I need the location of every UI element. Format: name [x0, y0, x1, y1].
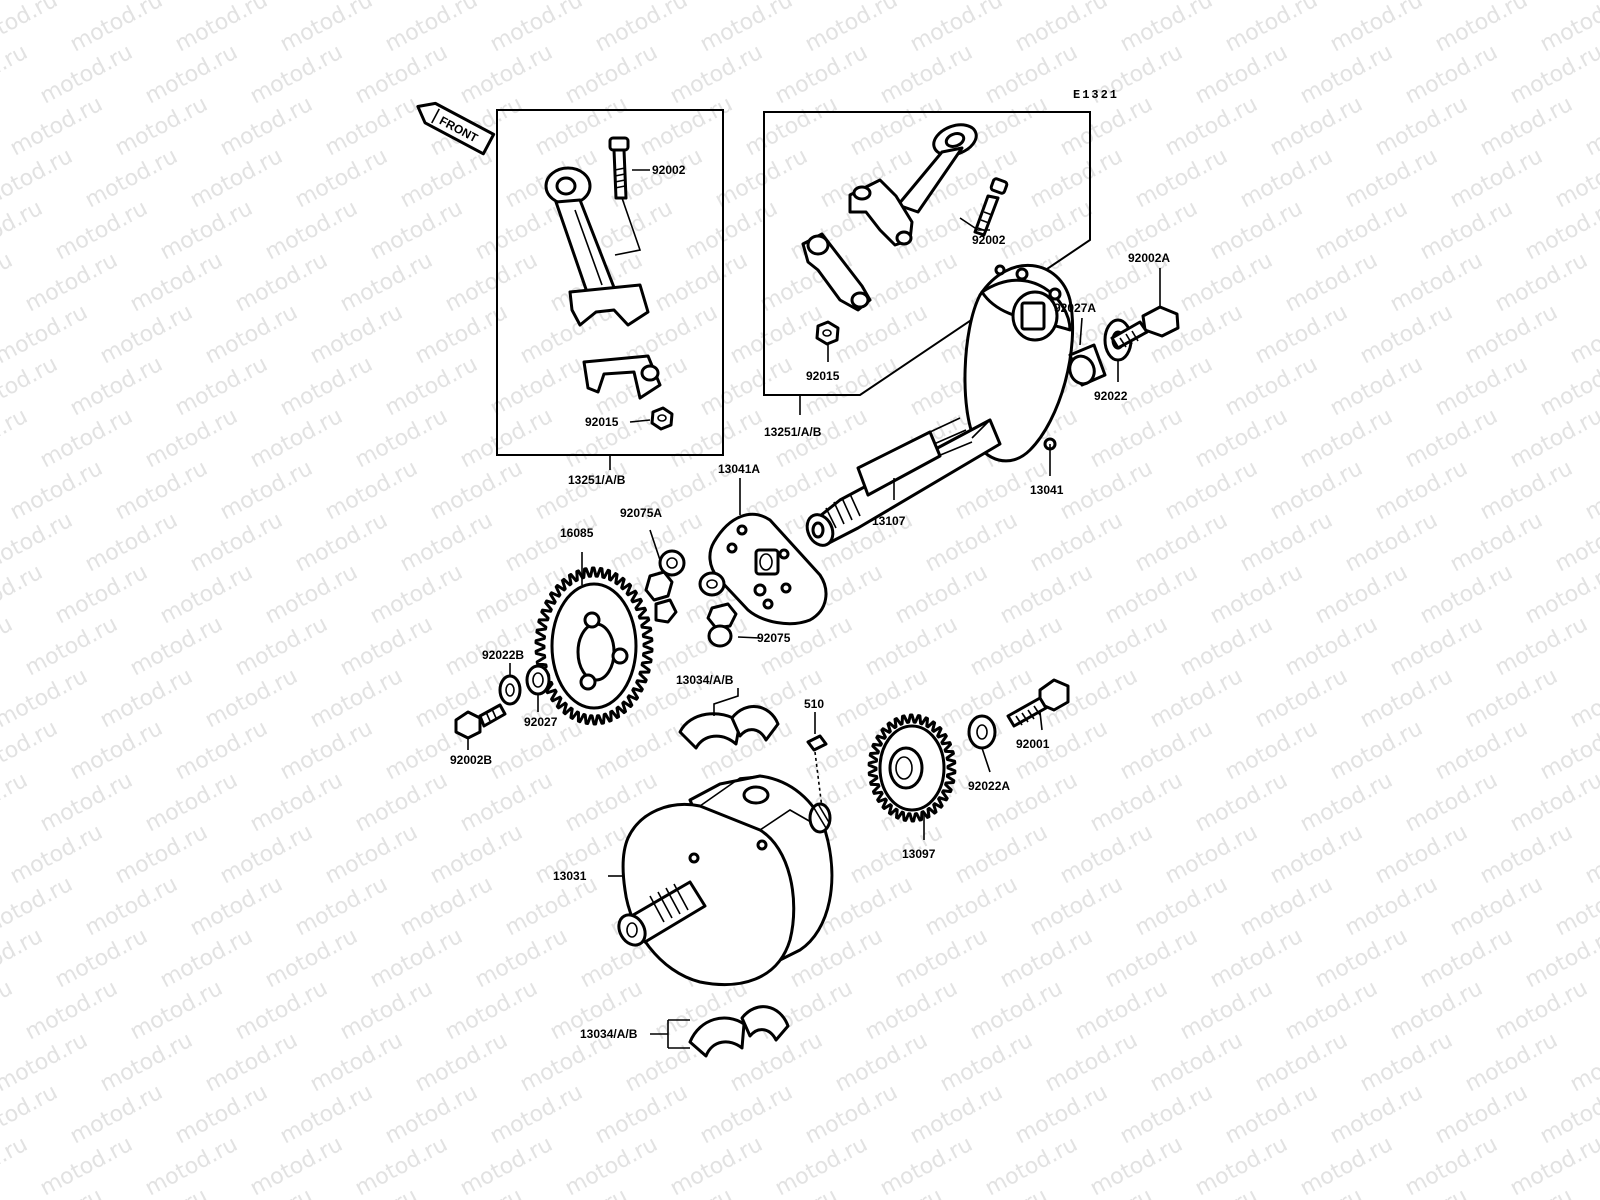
- balancer-weight: [963, 263, 1075, 463]
- bearing-upper: [678, 705, 780, 750]
- balancer-bolt: [1110, 305, 1180, 350]
- gear-bolt: [454, 703, 507, 740]
- connecting-rod-right: [801, 123, 978, 312]
- watermark-text: motod.ru: [1596, 248, 1600, 317]
- crank-gear: [867, 713, 957, 823]
- callout-damper: 92075: [757, 631, 791, 645]
- callout-balancer-bolt: 92002A: [1128, 251, 1170, 265]
- crankshaft: [617, 774, 834, 986]
- watermark-text: motod.ru: [0, 768, 32, 837]
- balancer-gear: [534, 566, 654, 726]
- callout-crank-gear-washer: 92022A: [968, 779, 1010, 793]
- watermark-text: motod.ru: [0, 92, 2, 161]
- watermark-text: motod.ru: [1566, 1028, 1600, 1097]
- watermark-text: motod.ru: [0, 976, 17, 1045]
- callout-balancer-shaft: 13107: [872, 514, 906, 528]
- gear-collar: [525, 664, 551, 696]
- woodruff-key: [806, 734, 828, 752]
- rod-bolt-leader-left: [614, 197, 642, 256]
- connecting-rod-left: [544, 166, 662, 400]
- rod-nut-left: [650, 406, 674, 431]
- crank-gear-washer: [967, 714, 997, 750]
- rod-nut-right: [815, 320, 840, 346]
- callout-crank-gear-bolt: 92001: [1016, 737, 1050, 751]
- rod-bolt-right: [973, 177, 1009, 237]
- callout-crank-gear: 13097: [902, 847, 936, 861]
- callout-gear-bolt: 92002B: [450, 753, 492, 767]
- callout-gear-collar: 92027: [524, 715, 558, 729]
- balancer-collar: [1068, 343, 1107, 387]
- watermark-text: motod.ru: [0, 40, 32, 109]
- watermark-text: motod.ru: [1596, 612, 1600, 681]
- watermark-text: motod.ru: [0, 612, 17, 681]
- callout-balancer-gear: 16085: [560, 526, 594, 540]
- callout-rod-right-nut: 92015: [806, 369, 840, 383]
- damper-a-group: [644, 549, 686, 624]
- balancer-weight-a: [708, 512, 828, 626]
- callout-balancer-washer: 92022: [1094, 389, 1128, 403]
- callout-balancer-weight-a: 13041A: [718, 462, 760, 476]
- watermark-text: motod.ru: [1581, 92, 1600, 161]
- callout-rod-left-nut: 92015: [585, 415, 619, 429]
- callout-gear-washer: 92022B: [482, 648, 524, 662]
- watermark-text: motod.ru: [0, 404, 32, 473]
- rod-bolt-leader-right: [959, 217, 990, 231]
- watermark-text: motod.ru: [0, 1132, 32, 1200]
- damper-group: [698, 571, 738, 648]
- watermark-text: motod.ru: [1596, 976, 1600, 1045]
- watermark-text: motod.ru: [1566, 300, 1600, 369]
- callout-key: 510: [804, 697, 824, 711]
- watermark-text: motod.ru: [0, 1184, 2, 1200]
- callout-crankshaft: 13031: [553, 869, 587, 883]
- watermark-text: motod.ru: [0, 820, 2, 889]
- watermark-text: motod.ru: [1566, 664, 1600, 733]
- callout-bearing-lower: 13034/A/B: [580, 1027, 638, 1041]
- gear-washer: [498, 674, 522, 706]
- watermark-text: motod.ru: [0, 456, 2, 525]
- callout-rod-right-bolt: 92002: [972, 233, 1006, 247]
- callout-balancer-collar: 92027A: [1054, 301, 1096, 315]
- callout-damper-a: 92075A: [620, 506, 662, 520]
- callout-rod-left-assy: 13251/A/B: [568, 473, 626, 487]
- watermark-text: motod.ru: [1581, 820, 1600, 889]
- connecting-rod-box-left: [496, 109, 724, 456]
- watermark-text: motod.ru: [1581, 456, 1600, 525]
- callout-balancer-weight: 13041: [1030, 483, 1064, 497]
- callout-rod-left-bolt: 92002: [652, 163, 686, 177]
- watermark-text: motod.ru: [0, 248, 17, 317]
- bearing-lower: [688, 1005, 790, 1058]
- crank-gear-bolt: [1006, 678, 1070, 728]
- balancer-shaft: [805, 417, 1002, 547]
- callout-bearing-upper: 13034/A/B: [676, 673, 734, 687]
- rod-bolt-left: [608, 136, 630, 200]
- callout-rod-right-assy: 13251/A/B: [764, 425, 822, 439]
- figure-code: E1321: [1073, 88, 1119, 102]
